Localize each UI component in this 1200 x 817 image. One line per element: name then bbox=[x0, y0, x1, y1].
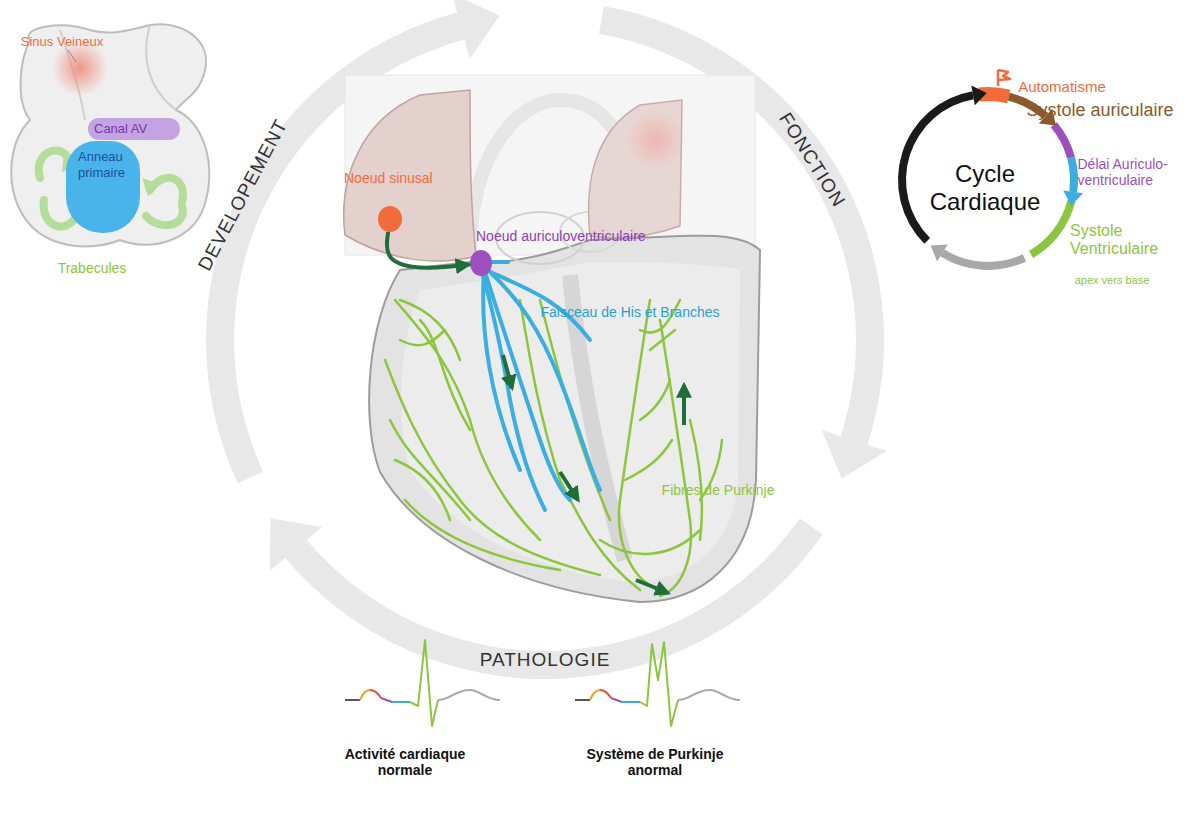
trabecule-arrow bbox=[142, 178, 160, 196]
embryo-heart bbox=[11, 24, 209, 246]
purkinje-fibre bbox=[660, 320, 691, 596]
cycle-ring bbox=[206, 0, 886, 679]
ecg-pr-segment bbox=[622, 701, 640, 703]
purkinje-fibre bbox=[400, 300, 460, 360]
cycle-arrowhead bbox=[1063, 191, 1083, 206]
purkinje-fibre bbox=[400, 330, 445, 345]
ventricles bbox=[369, 236, 760, 602]
cycle-label: Automatisme bbox=[1018, 78, 1106, 95]
structure-label: Faisceau de His et Branches bbox=[541, 304, 720, 320]
purkinje-fibre bbox=[520, 300, 640, 590]
ring-arrowhead bbox=[452, 0, 499, 59]
av-canal-band: Canal AV bbox=[88, 118, 180, 140]
purkinje-fibre bbox=[600, 530, 700, 554]
cycle-label: Délai Auriculo-ventriculaire bbox=[1078, 156, 1173, 188]
his-branch bbox=[483, 272, 520, 470]
trabecule bbox=[146, 206, 183, 225]
purkinje-fibre bbox=[650, 330, 675, 350]
lightning-icon bbox=[998, 70, 1010, 86]
purkinje-fibre bbox=[395, 460, 450, 520]
node-label: Anneau primaire bbox=[66, 141, 140, 181]
ecg-t-wave bbox=[678, 690, 740, 700]
conduction-arrow bbox=[560, 472, 578, 500]
node-label: Noeud sinusal bbox=[344, 170, 433, 186]
ecg-pr-segment bbox=[611, 698, 622, 702]
ecg-p-wave bbox=[590, 690, 600, 700]
node-label: Canal AV bbox=[88, 118, 180, 136]
purkinje-fibre bbox=[625, 440, 672, 480]
cycle-arc bbox=[1051, 122, 1075, 159]
ecg-caption: Système de Purkinje anormal bbox=[580, 746, 730, 778]
embryo-inner-line bbox=[146, 25, 176, 110]
ring-label: DEVELOPEMENT bbox=[194, 116, 292, 275]
cycle-arrowhead bbox=[971, 85, 987, 105]
ecg-t-wave bbox=[438, 690, 500, 700]
ecg-normal bbox=[345, 640, 500, 726]
ring-label: PATHOLOGIE bbox=[480, 649, 611, 671]
ecg-caption: Activité cardiaque normale bbox=[335, 746, 475, 778]
primary-ring-band: Anneau primaire bbox=[66, 141, 140, 233]
atrium-glow bbox=[625, 110, 685, 170]
conduction-arrow bbox=[636, 580, 668, 593]
cycle-arc bbox=[1067, 157, 1078, 193]
ecg-qrs bbox=[640, 642, 678, 726]
embryo-outline bbox=[11, 24, 209, 246]
his-branch bbox=[488, 270, 600, 490]
purkinje-fibre bbox=[395, 300, 540, 540]
conduction-arrow bbox=[503, 355, 512, 388]
heart bbox=[344, 75, 760, 602]
ecg-qrs bbox=[410, 640, 438, 726]
purkinje-fibre bbox=[405, 500, 560, 570]
cycle-label: apex vers base bbox=[1075, 274, 1150, 287]
sinus-node: Noeud sinusal bbox=[378, 206, 402, 232]
ecg-p-wave bbox=[360, 690, 370, 700]
av-node: Noeud auriculoventriculaire bbox=[470, 250, 492, 276]
structure-label: Fibres de Purkinje bbox=[662, 482, 775, 498]
cycle-arrowhead bbox=[931, 244, 948, 261]
purkinje-fibre bbox=[619, 300, 660, 590]
cycle-label: Systole Ventriculaire bbox=[1070, 222, 1180, 259]
embryo-label: Sinus Veineux bbox=[21, 35, 103, 50]
ecg-p-wave bbox=[600, 690, 611, 698]
his-branch bbox=[490, 260, 508, 264]
conduction-arrow bbox=[682, 385, 686, 425]
node-label: Noeud auriculoventriculaire bbox=[476, 228, 646, 244]
ecg-pr-segment bbox=[392, 701, 410, 703]
trabecule bbox=[150, 178, 183, 202]
ecg-baseline bbox=[345, 699, 360, 701]
signal-arrow bbox=[387, 232, 470, 268]
purkinje-fibres bbox=[385, 300, 722, 596]
ring-label: FONCTION bbox=[774, 109, 849, 212]
ecg-p-wave bbox=[370, 690, 381, 698]
cycle-arc bbox=[940, 250, 1026, 270]
ventricle-cavity bbox=[401, 262, 740, 582]
right-atrium bbox=[344, 90, 476, 261]
ring-arrowhead bbox=[270, 518, 322, 570]
cycle-label: Systole auriculaire bbox=[1026, 100, 1173, 121]
his-branch bbox=[482, 272, 545, 510]
leader-line bbox=[68, 50, 76, 62]
ring-arrowhead bbox=[822, 430, 887, 479]
ecg-baseline bbox=[575, 699, 590, 701]
purkinje-fibre bbox=[690, 420, 702, 540]
ecg-pr-segment bbox=[381, 698, 392, 702]
cycle-center-label: Cycle Cardiaque bbox=[923, 160, 1048, 215]
his-bundle bbox=[482, 262, 600, 510]
purkinje-fibre bbox=[390, 420, 470, 520]
embryo-label: Trabecules bbox=[58, 260, 127, 276]
purkinje-fibre bbox=[640, 380, 670, 420]
purkinje-fibre bbox=[420, 320, 470, 430]
conduction-arrows bbox=[503, 355, 684, 593]
